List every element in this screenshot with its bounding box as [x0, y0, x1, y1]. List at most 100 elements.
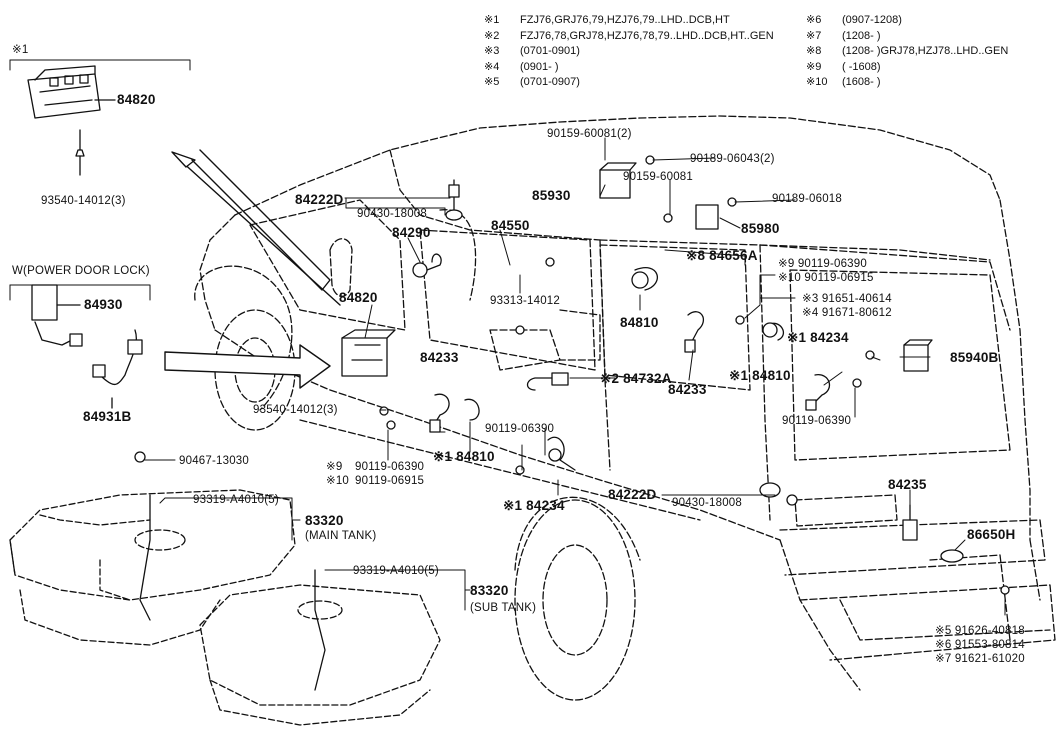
part-number-85940B[interactable]: 85940B: [950, 350, 999, 365]
main-fuel-tank: [9, 489, 296, 646]
switch-84820-mid: [341, 329, 396, 377]
bolts: [379, 155, 1010, 595]
part-number-90189-2[interactable]: 90189-06043(2): [690, 153, 775, 165]
part-number-84930[interactable]: 84930: [84, 297, 123, 312]
part-number-83320-sub[interactable]: 83320: [470, 583, 509, 598]
legend-key: ※7: [806, 29, 822, 42]
legend-row: ※8 (1208- )GRJ78,HZJ78..LHD..GEN: [806, 44, 1008, 60]
pointer-arrows: [164, 149, 341, 389]
part-number-84820-mid[interactable]: 84820: [339, 290, 378, 305]
sensor-84290: [412, 253, 442, 278]
part-number-84732A[interactable]: ※2 84732A: [600, 371, 672, 386]
part-number-84810-b[interactable]: ※1 84810: [729, 368, 791, 383]
switch-84234-low: [547, 436, 576, 471]
legend-key: ※9: [806, 60, 822, 73]
relay-85980: [695, 204, 719, 230]
harness-84810-right: [805, 374, 831, 411]
part-number-90467[interactable]: 90467-13030: [179, 455, 249, 467]
legend-row: ※4 (0901- ): [484, 60, 774, 76]
part-number-90119-b[interactable]: ※10 90119-06915: [778, 272, 874, 284]
part-number-90189[interactable]: 90189-06018: [772, 193, 842, 205]
relay-85940B: [903, 339, 933, 372]
part-number-90119-c[interactable]: 90119-06390: [485, 423, 555, 435]
part-number-90119-r[interactable]: 90119-06390: [782, 415, 852, 427]
applicability-legend-left: ※1 FZJ76,GRJ76,79,HZJ76,79..LHD..DCB,HT ※…: [484, 13, 774, 91]
legend-row: ※3 (0701-0901): [484, 44, 774, 60]
part-number-84290[interactable]: 84290: [392, 225, 431, 240]
note-10-label: ※10: [326, 475, 350, 487]
legend-key: ※3: [484, 45, 500, 57]
screw-top: [75, 129, 85, 176]
part-number-84234-a[interactable]: ※1 84234: [787, 330, 849, 345]
part-number-84234-b[interactable]: ※1 84234: [503, 498, 565, 513]
legend-text: (0701-0901): [520, 45, 580, 57]
legend-row: ※1 FZJ76,GRJ76,79,HZJ76,79..LHD..DCB,HT: [484, 13, 774, 29]
harness-84931B: [92, 329, 143, 409]
legend-text: (1608- ): [842, 76, 881, 88]
power-door-lock-label: W(POWER DOOR LOCK): [12, 265, 150, 277]
part-number-91626[interactable]: ※5 91626-40818: [935, 625, 1025, 637]
part-number-93319-b[interactable]: 93319-A4010(5): [353, 565, 439, 577]
legend-text: (1208- )GRJ78,HZJ78..LHD..GEN: [842, 45, 1009, 57]
fuel-sender-sub: [314, 569, 326, 691]
part-number-84656A[interactable]: ※8 84656A: [686, 248, 758, 263]
legend-key: ※8: [806, 45, 822, 57]
legend-row: ※6(0907-1208): [806, 13, 1008, 29]
part-number-84820-top[interactable]: 84820: [117, 92, 156, 107]
switch-84234: [762, 322, 784, 341]
switch-84235: [902, 504, 918, 541]
part-number-84810-c[interactable]: ※1 84810: [433, 449, 495, 464]
legend-key: ※5: [484, 76, 500, 88]
part-number-85980[interactable]: 85980: [741, 221, 780, 236]
part-number-90159-2[interactable]: 90159-60081(2): [547, 128, 632, 140]
sub-fuel-tank: [199, 584, 441, 726]
part-number-91671[interactable]: ※4 91671-80612: [802, 307, 892, 319]
part-number-84233-b[interactable]: 84233: [668, 382, 707, 397]
note-label: ※1: [12, 44, 29, 56]
part-number-84222D-b[interactable]: 84222D: [608, 487, 657, 502]
part-number-90430-top[interactable]: 90430-18008: [357, 208, 427, 220]
legend-row: ※7(1208- ): [806, 29, 1008, 45]
part-number-93313[interactable]: 93313-14012: [490, 295, 560, 307]
part-number-85930[interactable]: 85930: [532, 188, 571, 203]
harness-84810-door: [464, 398, 480, 421]
legend-key: ※1: [484, 14, 500, 26]
part-number-84550[interactable]: 84550: [491, 218, 530, 233]
part-number-90119-d[interactable]: 90119-06390: [355, 461, 425, 473]
part-number-93540-top[interactable]: 93540-14012(3): [41, 195, 126, 207]
part-number-90159[interactable]: 90159-60081: [623, 171, 693, 183]
part-number-91651[interactable]: ※3 91651-40614: [802, 293, 892, 305]
legend-key: ※2: [484, 29, 500, 42]
legend-text: (0901- ): [520, 60, 559, 73]
buzzer-86650H: [940, 549, 964, 563]
part-number-93319-a[interactable]: 93319-A4010(5): [193, 494, 279, 506]
part-number-90119-e[interactable]: 90119-06915: [355, 475, 425, 487]
legend-text: FZJ76,GRJ76,79,HZJ76,79..LHD..DCB,HT: [520, 14, 730, 26]
leader-lines: [9, 59, 1006, 616]
part-number-84235[interactable]: 84235: [888, 477, 927, 492]
part-number-84931B[interactable]: 84931B: [83, 409, 132, 424]
part-number-84810-a[interactable]: 84810: [620, 315, 659, 330]
part-number-93540-mid[interactable]: 93540-14012(3): [253, 404, 338, 416]
legend-row: ※10 (1608- ): [806, 75, 1008, 91]
part-number-91553[interactable]: ※6 91553-80814: [935, 639, 1025, 651]
harness-84233: [684, 311, 704, 353]
legend-key: ※4: [484, 60, 500, 73]
part-number-91621[interactable]: ※7 91621-61020: [935, 653, 1025, 665]
legend-text: ( -1608): [842, 60, 881, 73]
part-number-90119-a[interactable]: ※9 90119-06390: [778, 258, 867, 270]
part-number-86650H[interactable]: 86650H: [967, 527, 1016, 542]
legend-text: (0907-1208): [842, 14, 902, 26]
main-tank-label: (MAIN TANK): [305, 530, 377, 542]
legend-key: ※10: [806, 76, 828, 88]
part-number-84233-a[interactable]: 84233: [420, 350, 459, 365]
part-number-83320-main[interactable]: 83320: [305, 513, 344, 528]
harness-84810: [631, 267, 658, 291]
applicability-legend-right: ※6(0907-1208) ※7(1208- ) ※8 (1208- )GRJ78…: [806, 13, 1008, 91]
part-number-90430-b[interactable]: 90430-18008: [672, 497, 742, 509]
note-9-label: ※9: [326, 461, 343, 473]
part-number-84222D-top[interactable]: 84222D: [295, 192, 344, 207]
clip-84222D-top: [445, 179, 463, 221]
